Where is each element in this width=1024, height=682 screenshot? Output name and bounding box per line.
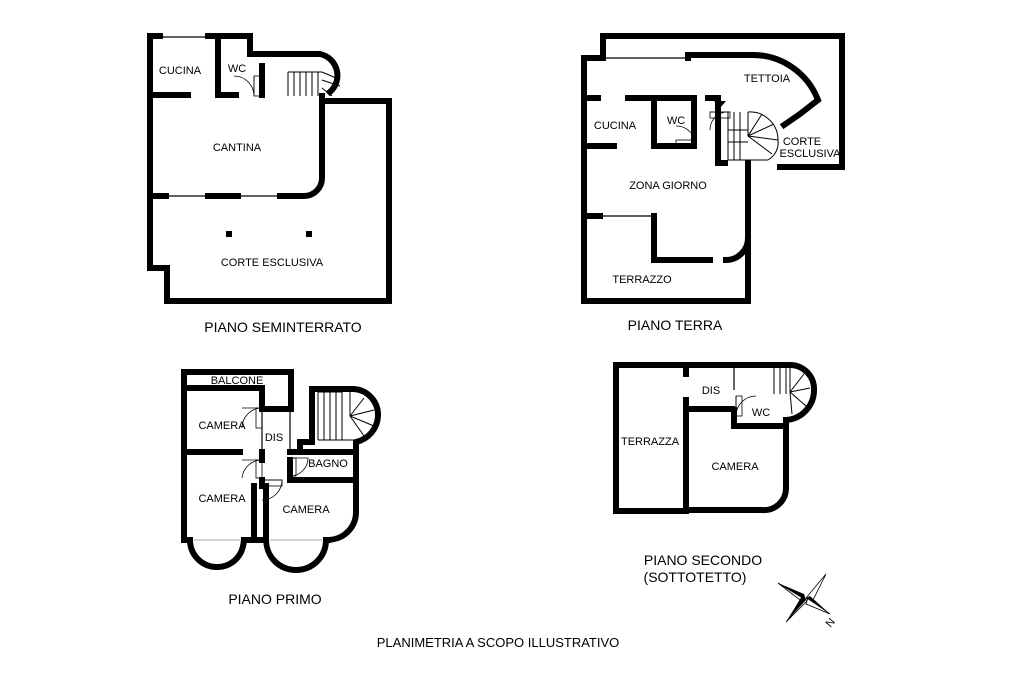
room-camera-secondo: CAMERA: [711, 461, 759, 473]
floor-title-secondo-line2: (SOTTOTETTO): [644, 569, 747, 585]
room-bagno: BAGNO: [308, 458, 348, 470]
room-corte-esclusiva-seminterrato: CORTE ESCLUSIVA: [221, 257, 324, 269]
floor-title-secondo-line1: PIANO SECONDO: [644, 552, 762, 568]
room-corte-esclusiva-terra-line1: CORTE: [783, 136, 821, 148]
room-dis-secondo: DIS: [702, 385, 720, 397]
floor-primo: BALCONE CAMERA DIS BAGNO CAMERA CAMERA P…: [181, 369, 381, 607]
floor-title-terra: PIANO TERRA: [628, 317, 723, 333]
room-corte-esclusiva-terra-line2: ESCLUSIVA: [780, 148, 842, 160]
room-wc-secondo: WC: [752, 407, 770, 419]
compass-rose-icon: N: [777, 573, 838, 630]
room-balcone: BALCONE: [211, 375, 264, 387]
room-terrazza: TERRAZZA: [621, 436, 680, 448]
room-camera-3: CAMERA: [282, 504, 330, 516]
floor-terra: TETTOIA CUCINA WC CORTE ESCLUSIVA ZONA G…: [581, 33, 845, 333]
room-camera-2: CAMERA: [198, 493, 246, 505]
floor-title-seminterrato: PIANO SEMINTERRATO: [204, 319, 362, 335]
drawing-caption: PLANIMETRIA A SCOPO ILLUSTRATIVO: [377, 635, 620, 650]
room-wc-seminterrato: WC: [228, 63, 246, 75]
room-cantina: CANTINA: [213, 142, 262, 154]
room-terrazzo: TERRAZZO: [612, 274, 672, 286]
room-dis-primo: DIS: [265, 432, 283, 444]
room-cucina-terra: CUCINA: [594, 120, 637, 132]
room-wc-terra: WC: [667, 115, 685, 127]
room-zona-giorno: ZONA GIORNO: [629, 180, 707, 192]
room-tettoia: TETTOIA: [744, 73, 791, 85]
room-camera-1: CAMERA: [198, 420, 246, 432]
floor-title-primo: PIANO PRIMO: [228, 591, 321, 607]
floor-seminterrato: CUCINA WC CANTINA CORTE ESCLUSIVA PIANO …: [147, 33, 392, 335]
floor-secondo: DIS WC TERRAZZA CAMERA PIANO SECONDO (SO…: [613, 361, 818, 585]
compass-north-label: N: [824, 616, 838, 630]
room-cucina-seminterrato: CUCINA: [159, 65, 202, 77]
